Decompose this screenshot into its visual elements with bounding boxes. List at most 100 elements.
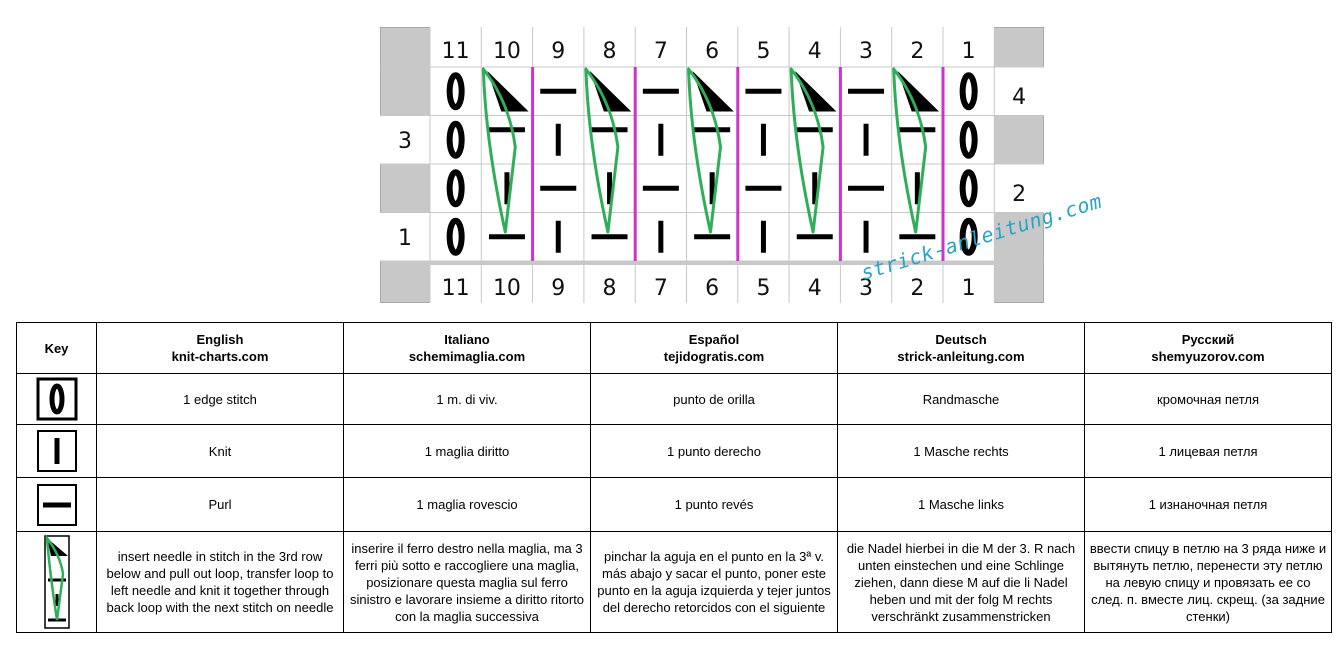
- edge-stitch: [959, 72, 978, 111]
- col-number-bottom: 10: [493, 276, 521, 301]
- right-cell-row2: [994, 164, 1044, 213]
- key-description-cell: 1 maglia rovescio: [343, 477, 591, 532]
- top-number-band: [430, 27, 995, 67]
- col-number-top: 7: [654, 39, 668, 64]
- row-number-left: 3: [398, 129, 412, 154]
- edge-stitch: [959, 120, 978, 159]
- row-number-right: 4: [1012, 85, 1026, 110]
- language-column-header: Italiano schemimaglia.com: [343, 322, 591, 374]
- key-symbol-cell: [16, 373, 97, 425]
- key-symbol-cell: [16, 477, 97, 532]
- triangle-stitch: [897, 71, 939, 112]
- col-number-top: 11: [442, 39, 470, 64]
- left-cell-row1: [380, 212, 430, 261]
- key-description-cell: inserire il ferro destro nella maglia, m…: [343, 531, 591, 633]
- col-number-top: 4: [808, 39, 822, 64]
- language-column-header: Deutsch strick-anleitung.com: [837, 322, 1085, 374]
- key-description-cell: punto de orilla: [590, 373, 838, 425]
- key-description-cell: Knit: [96, 424, 344, 478]
- right-cell-row4: [994, 67, 1044, 116]
- left-cell-row3: [380, 115, 430, 164]
- header-site: shemyuzorov.com: [1151, 349, 1265, 364]
- language-column-header: Español tejidogratis.com: [590, 322, 838, 374]
- col-number-top: 10: [493, 39, 521, 64]
- key-description-cell: insert needle in stitch in the 3rd row b…: [96, 531, 344, 633]
- edge-stitch: [446, 217, 465, 256]
- knit-icon: [36, 430, 77, 472]
- key-description-cell: 1 изнаночная петля: [1084, 477, 1332, 532]
- language-column-header: Русский shemyuzorov.com: [1084, 322, 1332, 374]
- key-description-cell: 1 m. di viv.: [343, 373, 591, 425]
- bottom-number-band: [430, 265, 995, 303]
- col-number-bottom: 8: [603, 276, 617, 301]
- key-row: insert needle in stitch in the 3rd row b…: [16, 531, 1332, 633]
- col-number-top: 8: [603, 39, 617, 64]
- pulled-loop-cable: [687, 67, 722, 234]
- triangle-stitch: [487, 71, 529, 112]
- header-language: English: [196, 332, 244, 347]
- edge-stitch: [446, 72, 465, 111]
- key-description-cell: Purl: [96, 477, 344, 532]
- triangle-stitch: [589, 71, 632, 112]
- edge-stitch: [446, 169, 465, 208]
- key-description-cell: 1 edge stitch: [96, 373, 344, 425]
- col-number-top: 3: [859, 39, 873, 64]
- purl-icon: [36, 483, 77, 526]
- col-number-bottom: 9: [551, 276, 565, 301]
- col-number-top: 2: [910, 39, 924, 64]
- key-description-cell: 1 Masche rechts: [837, 424, 1085, 478]
- key-description-cell: ввести спицу в петлю на 3 ряда ниже и вы…: [1084, 531, 1332, 633]
- edge-stitch: [959, 169, 978, 208]
- col-number-bottom: 11: [442, 276, 470, 301]
- col-number-bottom: 7: [654, 276, 668, 301]
- col-number-bottom: 4: [808, 276, 822, 301]
- triangle-stitch: [795, 71, 837, 112]
- key-description-cell: 1 maglia diritto: [343, 424, 591, 478]
- key-description-cell: 1 punto derecho: [590, 424, 838, 478]
- col-number-bottom: 3: [859, 276, 873, 301]
- key-description-cell: Randmasche: [837, 373, 1085, 425]
- col-number-bottom: 2: [910, 276, 924, 301]
- pulled-loop-icon: [43, 534, 70, 629]
- key-description-cell: pinchar la aguja en el punto en la 3ª v.…: [590, 531, 838, 633]
- key-symbol-cell: [16, 531, 97, 633]
- col-number-bottom: 5: [756, 276, 770, 301]
- key-description-cell: кромочная петля: [1084, 373, 1332, 425]
- col-number-top: 5: [756, 39, 770, 64]
- col-number-bottom: 6: [705, 276, 719, 301]
- col-number-top: 9: [551, 39, 565, 64]
- header-site: schemimaglia.com: [408, 349, 526, 364]
- col-number-bottom: 1: [962, 276, 976, 301]
- header-site: strick-anleitung.com: [897, 349, 1025, 364]
- header-language: Español: [688, 332, 740, 347]
- key-description-cell: 1 punto revés: [590, 477, 838, 532]
- header-language: Deutsch: [935, 332, 987, 347]
- col-number-top: 6: [705, 39, 719, 64]
- key-description-cell: 1 лицевая петля: [1084, 424, 1332, 478]
- header-language: Italiano: [444, 332, 490, 347]
- header-language: Русский: [1181, 332, 1235, 347]
- header-site: tejidogratis.com: [663, 349, 765, 364]
- key-description-cell: 1 Masche links: [837, 477, 1085, 532]
- row-number-left: 1: [398, 226, 412, 251]
- key-column-header: Key: [16, 322, 97, 374]
- edge-stitch: [959, 217, 978, 256]
- edge-stitch-icon: [36, 377, 77, 421]
- col-number-top: 1: [962, 39, 976, 64]
- pulled-loop-cable: [584, 67, 620, 234]
- row-number-right: 2: [1012, 182, 1026, 207]
- pulled-loop-cable: [481, 67, 517, 234]
- key-symbol-cell: [16, 424, 97, 478]
- edge-stitch: [446, 120, 465, 159]
- key-description-cell: die Nadel hierbei in die M der 3. R nach…: [837, 531, 1085, 633]
- pulled-loop-cable: [892, 67, 928, 234]
- pulled-loop-cable: [789, 67, 825, 234]
- header-language: Key: [44, 340, 69, 356]
